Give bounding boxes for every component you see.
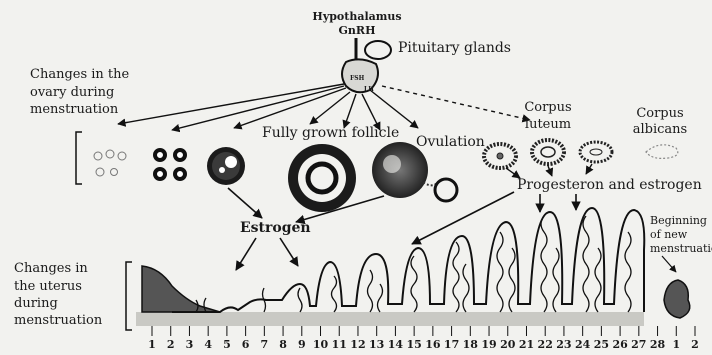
uterus-label-line4: menstruation [14,313,103,328]
hormone-arrows [118,84,530,130]
uterus-bracket [126,262,132,330]
fully-grown-follicle-label: Fully grown follicle [262,125,399,141]
day-number-label: 25 [594,338,609,351]
day-number-label: 28 [650,338,666,351]
day-number-label: 14 [388,338,404,351]
ovulation-label: Ovulation [416,134,485,150]
day-number-label: 24 [575,338,591,351]
ovary-label-line2: ovary during [30,85,114,100]
day-number-label: 15 [406,338,421,351]
beginning-new-menstruation-line1: Beginning [650,214,707,227]
day-number-label: 1 [672,338,680,351]
day-number-label: 1 [148,338,156,351]
ovary-label-line1: Changes in the [30,67,130,82]
day-number-label: 6 [242,338,250,351]
basal-layer [136,312,644,326]
day-number-label: 12 [350,338,365,351]
day-number-label: 22 [538,338,553,351]
corpus-luteum-label-line2: luteum [525,117,571,132]
day-number-label: 7 [261,338,269,351]
estrogen-label: Estrogen [240,220,311,236]
estrogen-to-uterus-arrows [236,238,298,270]
hypothalamus-label: Hypothalamus [312,10,401,23]
day-number-label: 8 [279,338,287,351]
shedding-endometrium [142,266,220,312]
progesterone-estrogen-label: Progesteron and estrogen [517,177,702,193]
day-number-label: 13 [369,338,384,351]
corpus-albicans-label-line1: Corpus [636,106,683,121]
corpus-albicans [646,145,678,159]
uterus-label-line2: the uterus [14,279,82,294]
day-number-label: 23 [556,338,571,351]
day-number-label: 19 [481,338,496,351]
day-number-label: 21 [519,338,534,351]
day-number-label: 9 [298,338,306,351]
corpus-luteum-to-hormone-arrows [506,164,592,178]
primary-follicles [155,150,185,179]
day-number-label: 4 [204,338,212,351]
uterus-label-line3: during [14,296,58,311]
beginning-new-menstruation-arrow [662,256,676,272]
progesterone-to-uterus-arrows [412,192,576,244]
ovary-label-line3: menstruation [30,102,119,117]
day-number-label: 27 [631,338,646,351]
secondary-follicle [207,147,245,185]
day-number-label: 3 [186,338,194,351]
ruptured-follicle [372,142,436,198]
gnrh-label: GnRH [339,24,376,37]
uterus-label-line1: Changes in [14,261,88,276]
day-number-label: 26 [612,338,628,351]
day-number-label: 17 [444,338,459,351]
corpus-luteum-stages [484,140,612,168]
ovum [435,179,457,201]
beginning-new-menstruation-line3: menstruation [650,242,712,255]
ovary-bracket [76,132,82,184]
pituitary-label: Pituitary glands [398,40,511,56]
graafian-follicle [288,144,356,212]
day-number-label: 11 [332,338,347,351]
day-number-label: 5 [223,338,231,351]
day-number-label: 2 [167,338,175,351]
day-number-label: 10 [313,338,329,351]
day-number-label: 20 [500,338,516,351]
corpus-albicans-label-line2: albicans [633,122,687,137]
fsh-label: FSH [350,75,365,82]
pituitary-gland-icon [342,38,391,92]
beginning-new-menstruation-line2: of new [650,228,688,241]
day-number-label: 18 [463,338,479,351]
corpus-luteum-label-line1: Corpus [524,100,571,115]
day-number-label: 16 [425,338,441,351]
new-menstruation-shedding [664,280,690,318]
day-number-label: 2 [691,338,699,351]
primordial-follicles [94,150,126,176]
